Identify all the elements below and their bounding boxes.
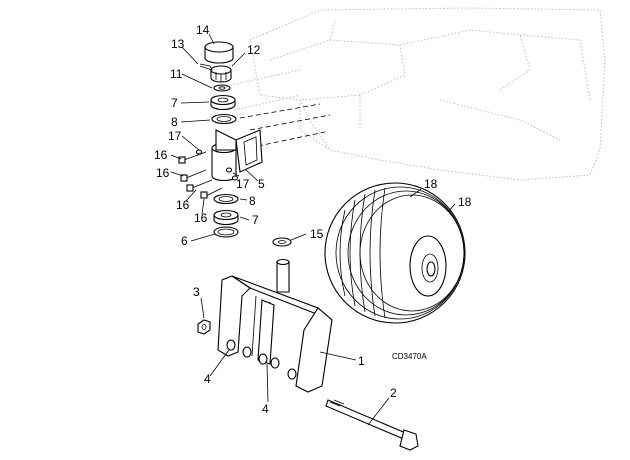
callout-2: 2 (390, 386, 397, 400)
caster-housing (211, 129, 263, 182)
dust-cap (204, 41, 234, 64)
leader-lines (170, 33, 456, 426)
callout-16-a: 16 (154, 148, 168, 162)
caster-fork (217, 258, 333, 393)
callout-17-upper: 17 (168, 129, 182, 143)
callout-6: 6 (181, 234, 188, 248)
callout-labels: 14 13 12 11 7 8 17 16 16 17 5 8 16 16 7 … (154, 23, 472, 416)
seal-upper (211, 113, 237, 125)
callout-17-lower: 17 (236, 177, 250, 191)
axle-spacers (226, 339, 297, 380)
callout-5: 5 (258, 177, 265, 191)
spacer-ring (213, 226, 239, 238)
mower-frame-outline (229, 7, 606, 181)
washer-small (213, 84, 231, 92)
callout-16-d: 16 (194, 211, 208, 225)
axle-bolt (325, 399, 419, 451)
callout-7-lower: 7 (252, 213, 259, 227)
callout-18-a: 18 (424, 177, 438, 191)
callout-12: 12 (247, 43, 261, 57)
caster-wheel (324, 182, 466, 324)
callout-4-left: 4 (204, 372, 211, 386)
callout-13: 13 (171, 37, 185, 51)
callout-15: 15 (310, 227, 324, 241)
figure-code: CD3470A (392, 352, 427, 361)
callout-4-right: 4 (262, 402, 269, 416)
castle-nut (210, 65, 232, 83)
callout-1: 1 (358, 354, 365, 368)
callout-14: 14 (196, 23, 210, 37)
callout-16-b: 16 (156, 166, 170, 180)
callout-16-c: 16 (176, 198, 190, 212)
callout-18-b: 18 (458, 195, 472, 209)
callout-3: 3 (193, 285, 200, 299)
callout-7-upper: 7 (171, 96, 178, 110)
stem-washer (272, 237, 292, 247)
bearing-upper (210, 94, 236, 111)
cotter-pin (199, 63, 213, 71)
callout-8-lower: 8 (249, 194, 256, 208)
callout-11: 11 (170, 67, 183, 81)
seal-lower (213, 193, 239, 205)
axle-nut (197, 319, 211, 335)
bearing-lower (213, 209, 239, 226)
mounting-bolts (178, 149, 239, 199)
mounting-guide-lines (239, 103, 331, 147)
callout-8-upper: 8 (171, 115, 178, 129)
